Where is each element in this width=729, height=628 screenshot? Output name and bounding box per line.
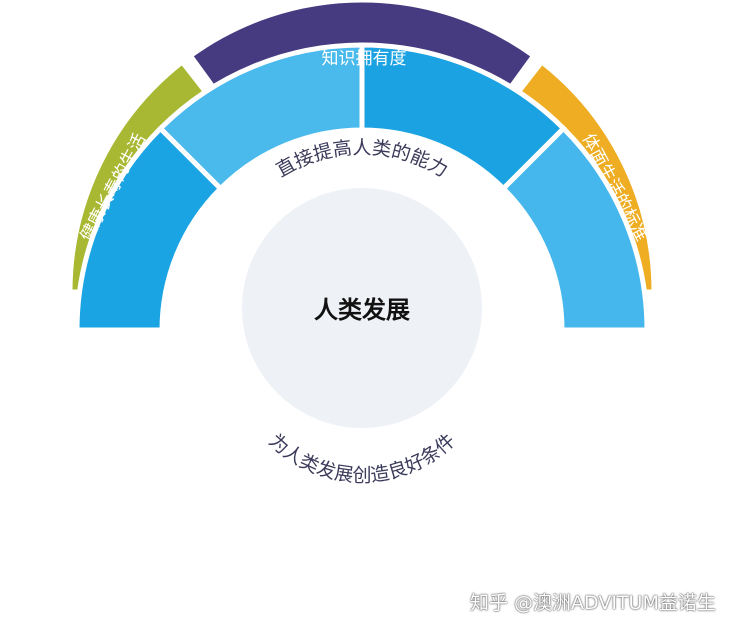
center-circle <box>242 188 482 428</box>
top-ring-title: 直接提高人类的能力 <box>273 137 452 182</box>
bottom-segment-label: 政治和社会生活的参与度 <box>104 343 199 447</box>
bottom-segment-3 <box>499 124 650 333</box>
bottom-segment-label: 对公平和社会正义的推动 <box>533 338 625 462</box>
watermark: 知乎 @澳洲ADVITUM益诺生 <box>470 592 716 614</box>
bottom-segment-label: 对安全和权利的保障 <box>408 506 502 576</box>
center-label: 人类发展 <box>314 296 410 324</box>
bottom-ring-title: 为人类发展创造良好条件 <box>264 430 459 487</box>
bottom-segment-label: 环境的可持续性 <box>235 509 313 572</box>
top-segment-label: 知识拥有度 <box>322 49 407 69</box>
